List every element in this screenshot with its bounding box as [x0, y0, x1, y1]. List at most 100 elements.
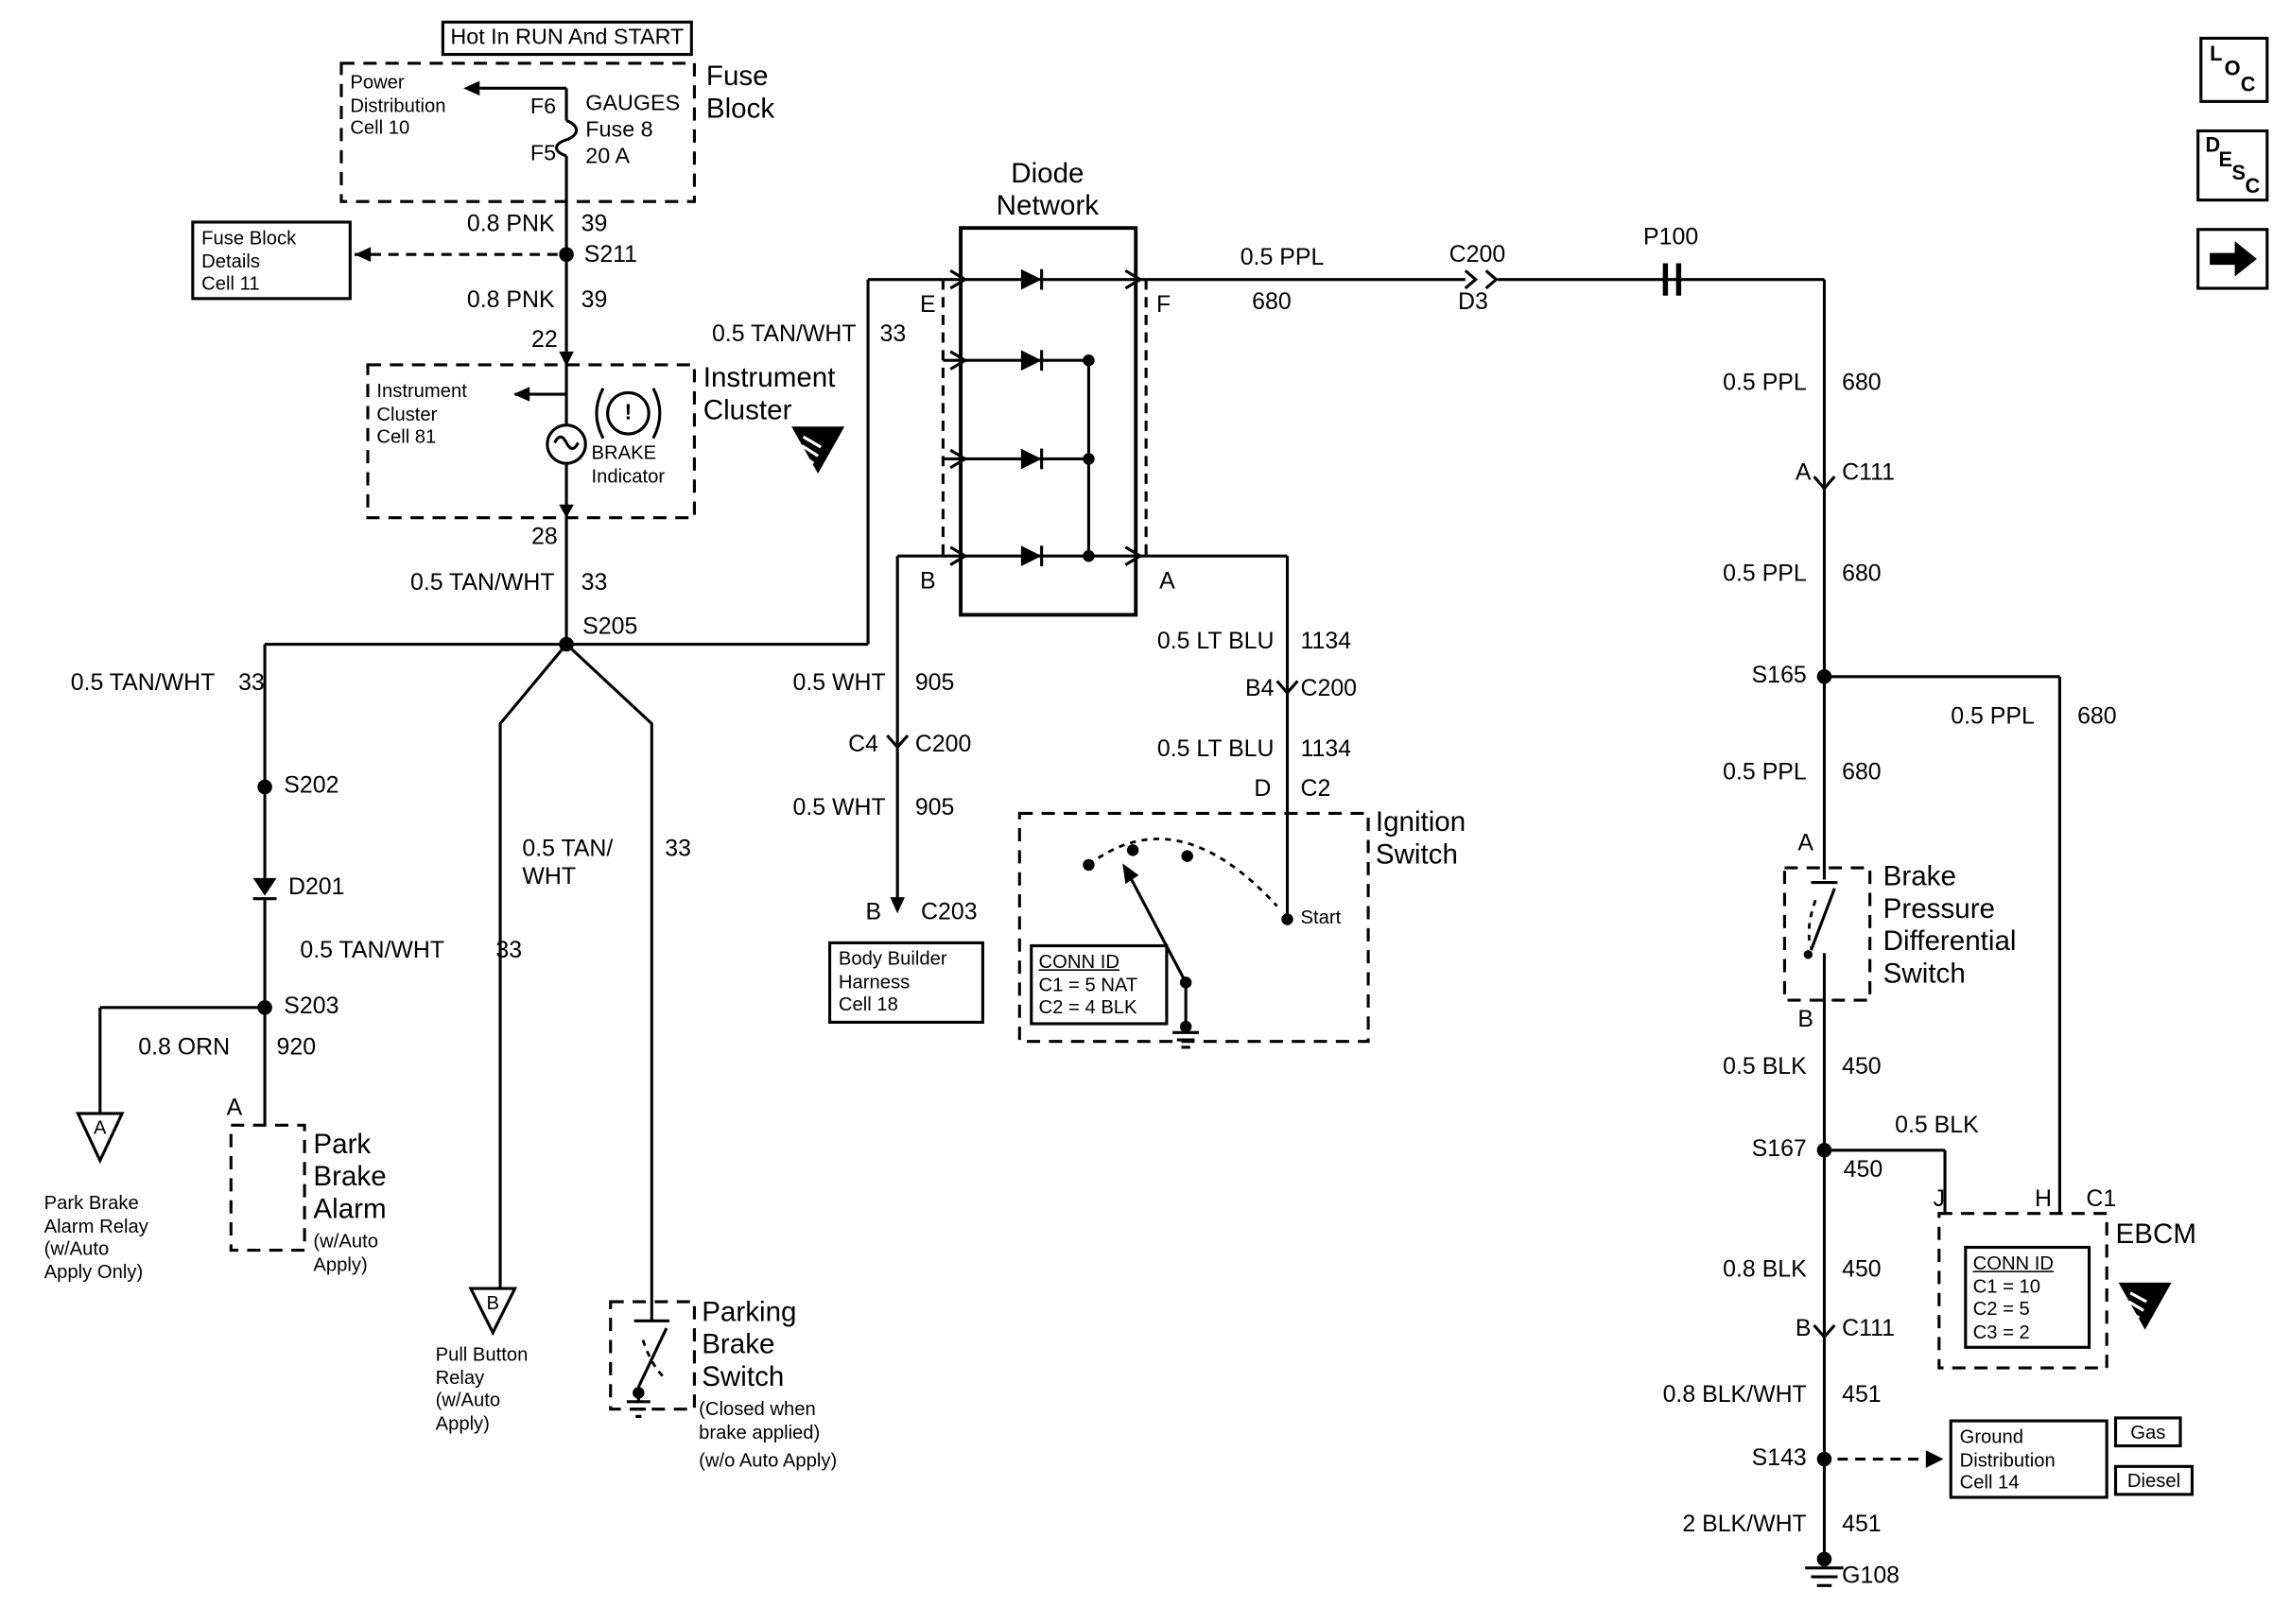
desc-letter: S — [2231, 160, 2246, 184]
brake-pressure-switch-outline — [1782, 866, 1872, 1002]
wire-gauge-ltblu-2: 0.5 LT BLU — [1156, 736, 1275, 763]
ebcm-outline — [1937, 1212, 2108, 1370]
conn-p100-name: P100 — [1643, 225, 1699, 251]
wire-ckt-blk-2: 450 — [1842, 1257, 1882, 1283]
conn-c111-a-name: C111 — [1842, 460, 1895, 486]
esd-sensitive-icon — [2118, 1282, 2172, 1330]
wire-gauge-blkwht-2: 2 BLK/WHT — [1682, 1512, 1807, 1538]
dashed-ref-lines — [354, 252, 1926, 1461]
wire-ckt-blk-branch: 450 — [1843, 1157, 1883, 1183]
ebcm-pin-j: J — [1933, 1186, 1946, 1213]
conn-id-row: C2 = 4 BLK — [1038, 995, 1137, 1018]
conn-c200-b4-pin: B4 — [1245, 676, 1275, 702]
solid-wires — [98, 86, 2061, 1587]
desc-letter: C — [2245, 173, 2261, 198]
ground-g108-label: G108 — [1842, 1564, 1900, 1589]
wire-gauge-pnk-b: 0.8 PNK — [466, 287, 555, 314]
warning-circle-icon — [606, 390, 651, 436]
triangle-b-label: B — [486, 1291, 500, 1314]
park-brake-alarm-title: Park Brake Alarm — [313, 1130, 387, 1226]
ebcm-conn-id-box: CONN ID C1 = 10 C2 = 5 C3 = 2 — [1964, 1245, 2091, 1349]
conn-c200-top-pin: D3 — [1457, 289, 1488, 315]
diesel-tag-box: Diesel — [2113, 1464, 2194, 1496]
wire-ckt-ppl-1: 680 — [1842, 371, 1882, 396]
wire-ckt-tan-branch: 33 — [665, 837, 692, 862]
desc-nav-button[interactable]: D E S C — [2196, 129, 2269, 202]
ebcm-pin-c1: C1 — [2086, 1186, 2117, 1213]
triangle-a-label: A — [94, 1116, 107, 1139]
wire-ckt-wht-1: 905 — [914, 670, 955, 696]
pin-28-label: 28 — [531, 525, 558, 550]
wire-gauge-tan-branch: 0.5 TAN/ WHT — [522, 837, 614, 890]
next-page-icon — [2210, 241, 2257, 277]
bpds-title: Brake Pressure Differential Switch — [1883, 861, 2017, 991]
power-distribution-ref: Power Distribution Cell 10 — [350, 70, 446, 139]
wire-ckt-orn: 920 — [276, 1035, 317, 1061]
warning-glyph: ! — [624, 400, 633, 425]
junction-dots — [257, 247, 1832, 1567]
conn-c111-b-pin: B — [1795, 1316, 1812, 1342]
instrument-cluster-outline — [366, 363, 696, 520]
hot-in-run-start-box: Hot In RUN And START — [441, 20, 693, 57]
wire-ckt-blkwht-1: 451 — [1842, 1382, 1882, 1408]
wire-gauge-tan-diode: 0.5 TAN/WHT — [711, 321, 857, 348]
next-page-button[interactable] — [2196, 228, 2269, 290]
wire-gauge-ppl-2: 0.5 PPL — [1723, 561, 1807, 587]
arrowheads — [354, 80, 1944, 1468]
pba-pin-a-label: A — [226, 1096, 243, 1121]
wire-gauge-blkwht-1: 0.8 BLK/WHT — [1662, 1382, 1807, 1408]
conn-c203-name: C203 — [921, 900, 978, 925]
splice-s143-label: S143 — [1751, 1445, 1807, 1471]
ignition-switch-title: Ignition Switch — [1375, 807, 1466, 872]
wire-ckt-tan-diode: 33 — [879, 321, 907, 348]
wire-ckt-ppl-branch: 680 — [2077, 704, 2117, 730]
bpds-pin-b: B — [1797, 1007, 1814, 1033]
conn-c2-name: C2 — [1300, 776, 1331, 803]
loc-letter: O — [2224, 56, 2241, 80]
ignition-start-label: Start — [1300, 906, 1342, 928]
parking-brake-switch-note1: (Closed when brake applied) — [699, 1397, 821, 1443]
instrument-cluster-cell-ref: Instrument Cluster Cell 81 — [376, 379, 467, 448]
wire-gauge-wht-1: 0.5 WHT — [792, 670, 886, 696]
wire-ckt-ppl-3: 680 — [1842, 760, 1882, 786]
conn-id-row: C2 = 5 — [1972, 1297, 2030, 1320]
wire-gauge-pnk-a: 0.8 PNK — [466, 212, 555, 237]
pin-22-label: 22 — [531, 327, 558, 354]
pull-button-relay-label: Pull Button Relay (w/Auto Apply) — [435, 1342, 529, 1434]
wire-ckt-tan-below: 33 — [581, 570, 608, 596]
parking-brake-switch-outline — [609, 1300, 696, 1411]
diode-symbols — [252, 268, 1044, 901]
instrument-cluster-title: Instrument Cluster — [703, 363, 836, 427]
splice-s205-label: S205 — [582, 614, 638, 640]
wire-gauge-ltblu-1: 0.5 LT BLU — [1156, 629, 1275, 655]
brake-indicator-label: BRAKE Indicator — [591, 441, 666, 487]
splice-s202-label: S202 — [284, 773, 339, 799]
conn-id-title: CONN ID — [1038, 950, 1119, 973]
splice-s167-label: S167 — [1751, 1136, 1807, 1163]
wire-gauge-wht-2: 0.5 WHT — [792, 795, 886, 821]
wire-gauge-tan-below: 0.5 TAN/WHT — [409, 570, 555, 596]
wire-ckt-pnk-b: 39 — [581, 287, 608, 314]
ebcm-pin-h: H — [2034, 1186, 2052, 1213]
conn-c200-c4-pin: C4 — [848, 732, 878, 758]
wire-ckt-wht-2: 905 — [914, 795, 955, 821]
wire-gauge-ppl-branch: 0.5 PPL — [1951, 704, 2035, 730]
conn-c203-pin: B — [865, 900, 882, 925]
wire-gauge-tan-left: 0.5 TAN/WHT — [70, 670, 216, 696]
wire-gauge-blk-1: 0.5 BLK — [1723, 1054, 1807, 1080]
diode-pin-a: A — [1159, 569, 1175, 595]
conn-c200-b4-name: C200 — [1300, 676, 1358, 702]
connector-chevrons — [886, 268, 1836, 1339]
loc-nav-button[interactable]: L O C — [2199, 36, 2269, 103]
splice-s165-label: S165 — [1751, 663, 1807, 689]
conn-c111-a-pin: A — [1795, 460, 1812, 486]
diode-network-title: Diode Network — [996, 159, 1100, 222]
wire-ckt-ltblu-2: 1134 — [1300, 736, 1352, 763]
wire-ckt-ltblu-1: 1134 — [1300, 629, 1352, 655]
fuse-f5-label: F5 — [529, 141, 557, 166]
triangle-b-symbol — [468, 1287, 518, 1337]
fuse-block-title: Fuse Block — [705, 61, 775, 126]
loc-letter: C — [2240, 72, 2256, 96]
switch-details — [641, 838, 1817, 1380]
wire-gauge-blk-2: 0.8 BLK — [1723, 1257, 1807, 1283]
